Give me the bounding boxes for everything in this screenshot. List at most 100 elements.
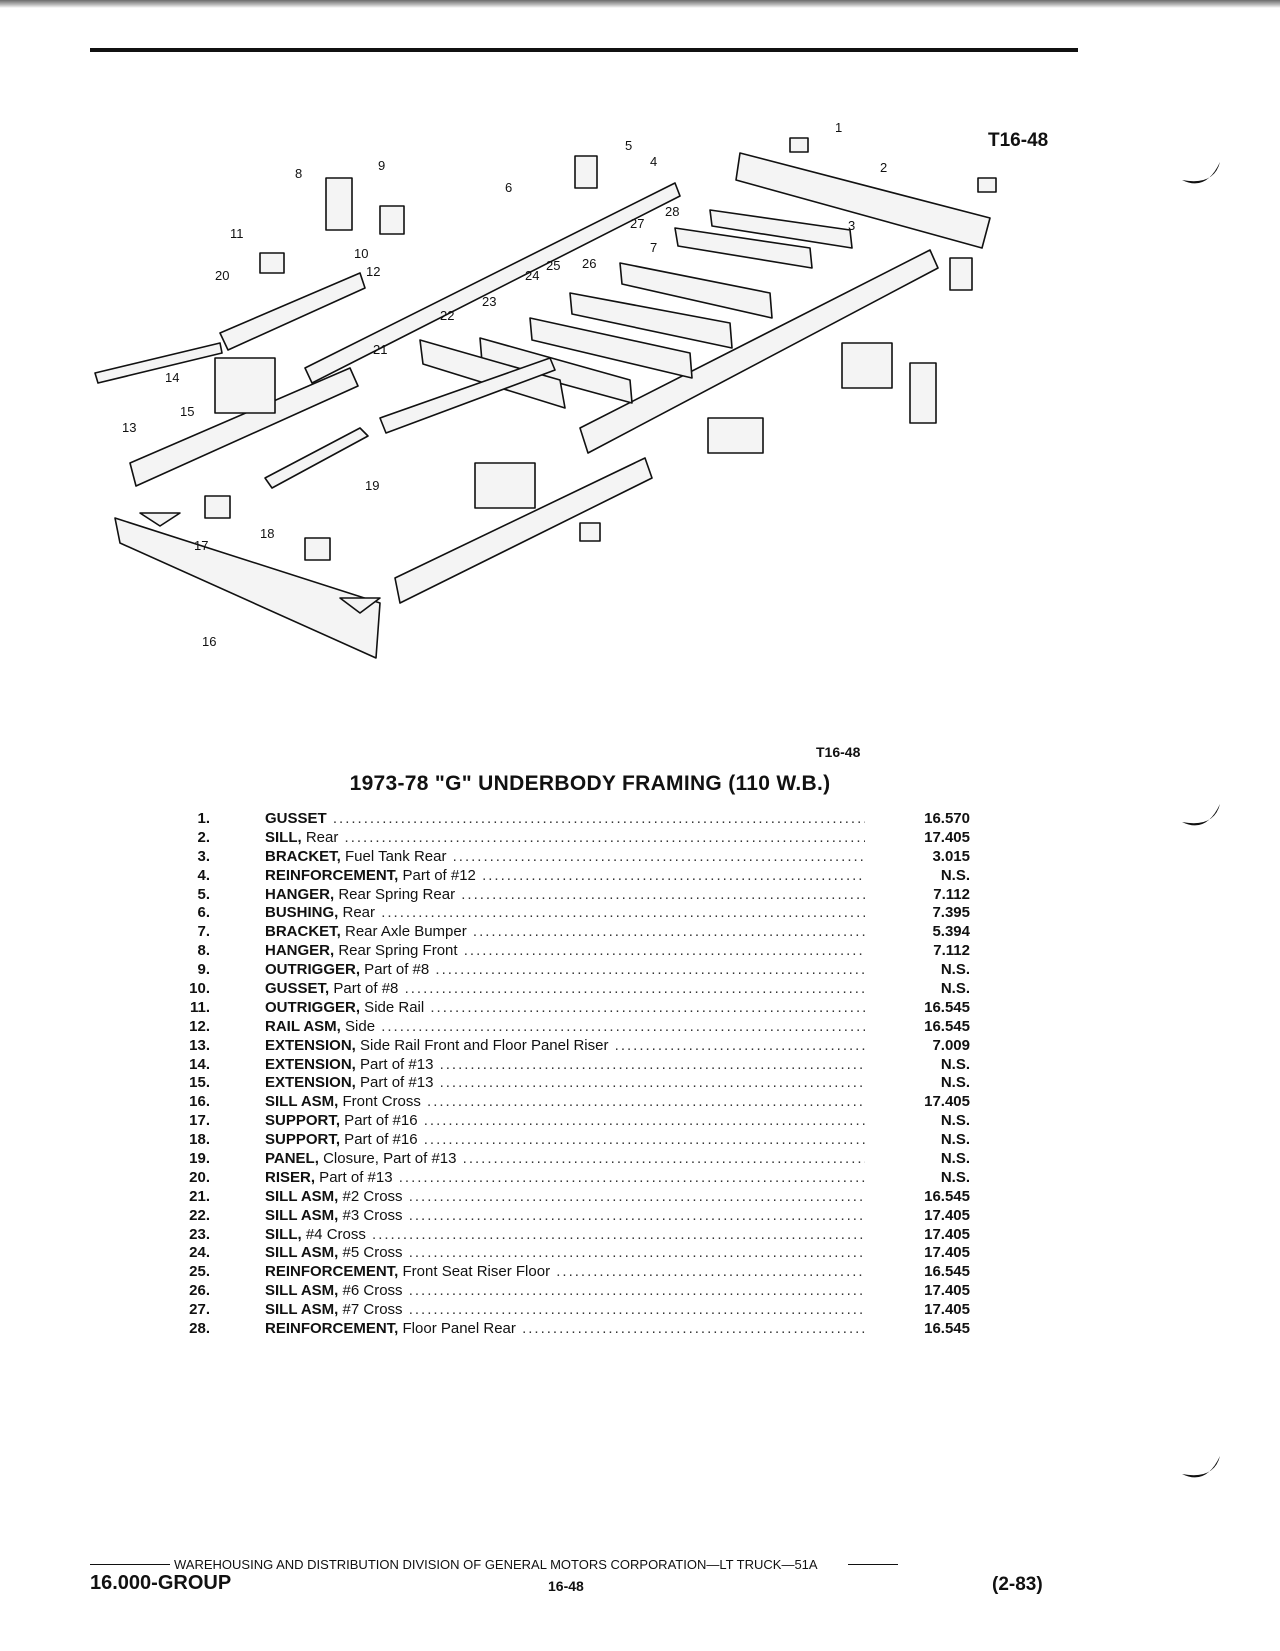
part-name: SILL, <box>265 1225 302 1243</box>
part-gusset-1a <box>789 137 809 153</box>
callout-5: 5 <box>625 138 632 153</box>
callout-8: 8 <box>295 166 302 181</box>
part-number: 26. <box>189 1282 210 1300</box>
part-name: EXTENSION, <box>265 1074 356 1092</box>
footer-publisher-text: WAREHOUSING AND DISTRIBUTION DIVISION OF… <box>174 1557 818 1572</box>
part-description: SILL, Rear .............................… <box>265 829 865 848</box>
frame-illustration: 1 2 3 4 5 6 7 8 9 10 11 12 13 14 15 16 1… <box>94 120 997 659</box>
part-name: BRACKET, <box>265 923 341 941</box>
part-name: GUSSET <box>265 810 327 827</box>
part-number: 11. <box>189 998 210 1016</box>
part-group-number: N.S. <box>940 961 970 979</box>
part-name: OUTRIGGER, <box>265 998 361 1016</box>
part-panel-closure <box>264 427 369 489</box>
part-number: 21. <box>189 1187 210 1205</box>
part-sill-rear <box>735 152 991 249</box>
part-detail: Front Cross <box>338 1093 421 1111</box>
part-description: SUPPORT, Part of #16 ...................… <box>265 1131 865 1150</box>
part-description: SILL ASM, #5 Cross .....................… <box>265 1244 865 1263</box>
callout-1: 1 <box>835 120 842 135</box>
part-support-17b <box>339 597 381 614</box>
callout-6: 6 <box>505 180 512 195</box>
part-detail: Part of #8 <box>360 961 430 979</box>
part-description: BRACKET, Fuel Tank Rear ................… <box>265 848 865 867</box>
callout-20: 20 <box>215 268 229 283</box>
part-group-number: 16.545 <box>924 1320 970 1338</box>
part-description: EXTENSION, Side Rail Front and Floor Pan… <box>265 1037 865 1056</box>
leader-dots: ........................................… <box>398 1168 865 1186</box>
part-detail: Rear <box>301 828 339 846</box>
part-detail: Side Rail <box>360 998 425 1016</box>
leader-dots: ........................................… <box>408 1301 865 1319</box>
part-name: OUTRIGGER, <box>265 961 361 979</box>
part-name: RAIL ASM, <box>265 1017 341 1035</box>
part-group-number: 17.405 <box>924 1244 970 1262</box>
part-description: SILL ASM, #7 Cross .....................… <box>265 1301 865 1320</box>
leader-dots: ........................................… <box>430 998 865 1016</box>
part-number: 8. <box>197 942 210 960</box>
part-detail: Fuel Tank Rear <box>340 847 447 865</box>
part-name: SUPPORT, <box>265 1112 341 1130</box>
callout-2: 2 <box>880 160 887 175</box>
part-detail: Floor Panel Rear <box>398 1320 516 1338</box>
part-name: GUSSET, <box>265 980 330 998</box>
callout-28: 28 <box>665 204 679 219</box>
part-detail: Part of #13 <box>315 1168 393 1186</box>
leader-dots: ........................................… <box>439 1074 865 1092</box>
part-number: 5. <box>197 885 210 903</box>
part-rail-side-left <box>304 182 681 384</box>
callout-9: 9 <box>378 158 385 173</box>
part-detail: Rear <box>338 904 376 922</box>
part-support-17a <box>139 512 181 527</box>
part-sill-7 <box>674 227 813 269</box>
part-sill-6 <box>619 262 773 319</box>
part-description: SILL ASM, #6 Cross .....................… <box>265 1282 865 1301</box>
leader-dots: ........................................… <box>408 1244 865 1262</box>
part-extension-15b <box>474 462 536 509</box>
part-number: 19. <box>189 1150 210 1168</box>
part-name: SILL ASM, <box>265 1282 339 1300</box>
part-number: 1. <box>197 810 210 827</box>
part-description: GUSSET .................................… <box>265 810 865 829</box>
part-number: 14. <box>189 1055 210 1073</box>
footer-date: (2-83) <box>992 1574 1043 1595</box>
part-detail: #5 Cross <box>338 1244 403 1262</box>
part-sill-front <box>114 517 381 659</box>
part-description: REINFORCEMENT, Front Seat Riser Floor ..… <box>265 1263 865 1282</box>
part-detail: Part of #8 <box>329 980 399 998</box>
part-number: 2. <box>197 828 210 846</box>
part-row: 20.RISER, Part of #13 ..................… <box>170 1169 970 1188</box>
part-description: RAIL ASM, Side .........................… <box>265 1018 865 1037</box>
part-outrigger-11a <box>259 252 285 274</box>
footer-publisher: WAREHOUSING AND DISTRIBUTION DIVISION OF… <box>90 1557 1080 1572</box>
part-detail: #6 Cross <box>338 1282 403 1300</box>
part-number: 23. <box>189 1225 210 1243</box>
leader-dots: ........................................… <box>408 1187 865 1205</box>
part-name: SILL ASM, <box>265 1093 339 1111</box>
part-group-number: N.S. <box>940 866 970 884</box>
part-row: 15.EXTENSION, Part of #13 ..............… <box>170 1074 970 1093</box>
part-description: EXTENSION, Part of #13 .................… <box>265 1074 865 1093</box>
part-row: 19.PANEL, Closure, Part of #13 .........… <box>170 1150 970 1169</box>
part-description: SILL, #4 Cross .........................… <box>265 1226 865 1245</box>
callout-24: 24 <box>525 268 539 283</box>
part-detail: Closure, Part of #13 <box>318 1150 457 1168</box>
callout-7: 7 <box>650 240 657 255</box>
part-sill-2 <box>419 339 566 409</box>
scan-edge <box>0 0 1280 8</box>
part-extension-right <box>394 457 653 604</box>
part-group-number: 17.405 <box>924 1282 970 1300</box>
part-detail: Front Seat Riser Floor <box>398 1263 551 1281</box>
callout-18: 18 <box>260 526 274 541</box>
part-description: REINFORCEMENT, Floor Panel Rear ........… <box>265 1320 865 1339</box>
part-description: EXTENSION, Part of #13 .................… <box>265 1056 865 1075</box>
leader-dots: ........................................… <box>332 810 865 827</box>
part-extension-left <box>129 367 359 487</box>
part-detail: #3 Cross <box>338 1206 403 1224</box>
part-row: 21.SILL ASM, #2 Cross ..................… <box>170 1188 970 1207</box>
part-detail: Part of #12 <box>398 866 476 884</box>
figure-id-bottom: T16-48 <box>816 744 861 760</box>
part-row: 24.SILL ASM, #5 Cross ..................… <box>170 1244 970 1263</box>
part-row: 10.GUSSET, Part of #8 ..................… <box>170 980 970 999</box>
part-group-number: N.S. <box>940 980 970 998</box>
